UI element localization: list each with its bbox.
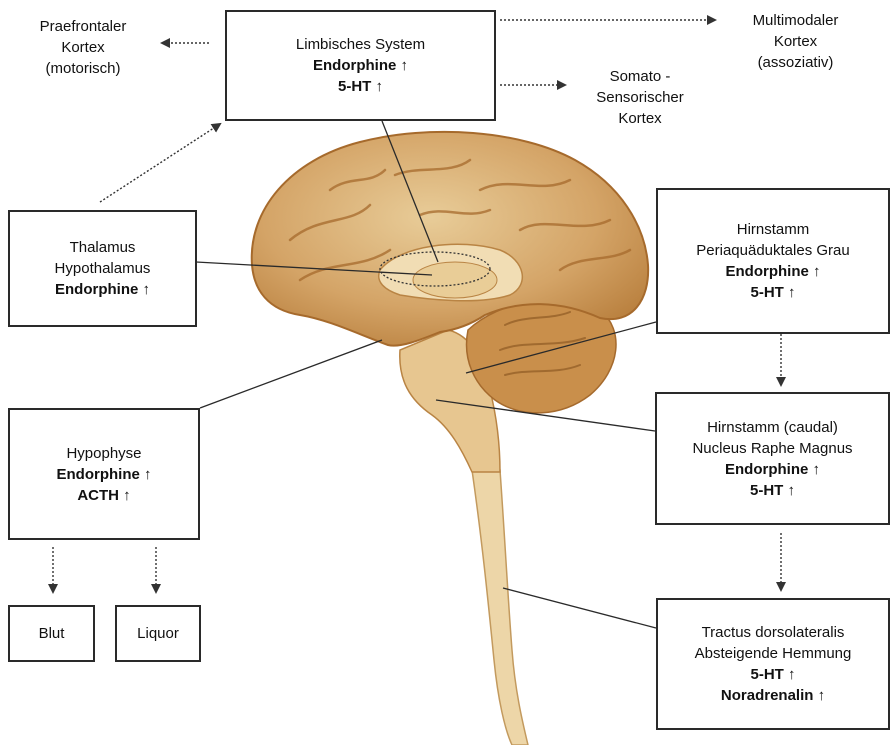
connector-tractus (503, 588, 656, 628)
box-liquor: Liquor (115, 605, 201, 662)
spinal-cord (472, 470, 528, 745)
brain-illustration (252, 132, 648, 745)
label-multimodaler-kortex: Multimodaler Kortex (assoziativ) (713, 10, 878, 73)
cerebrum (252, 132, 648, 346)
box-limbisches-system: Limbisches System Endorphine ↑ 5-HT ↑ (225, 10, 496, 121)
box-hypophyse: Hypophyse Endorphine ↑ ACTH ↑ (8, 408, 200, 540)
arrow-thalamus-to-limbic (100, 124, 220, 202)
box-thalamus: Thalamus Hypothalamus Endorphine ↑ (8, 210, 197, 327)
box-tractus-dorsolateralis: Tractus dorsolateralis Absteigende Hemmu… (656, 598, 890, 730)
thalamus-region (413, 262, 497, 298)
label-praefrontaler-kortex: Praefrontaler Kortex (motorisch) (8, 16, 158, 79)
box-blut: Blut (8, 605, 95, 662)
box-hirnstamm-pag: Hirnstamm Periaquäduktales Grau Endorphi… (656, 188, 890, 334)
box-hirnstamm-caudal: Hirnstamm (caudal) Nucleus Raphe Magnus … (655, 392, 890, 525)
connector-hypophyse (200, 340, 382, 408)
label-somato-sensorischer-kortex: Somato - Sensorischer Kortex (565, 66, 715, 129)
